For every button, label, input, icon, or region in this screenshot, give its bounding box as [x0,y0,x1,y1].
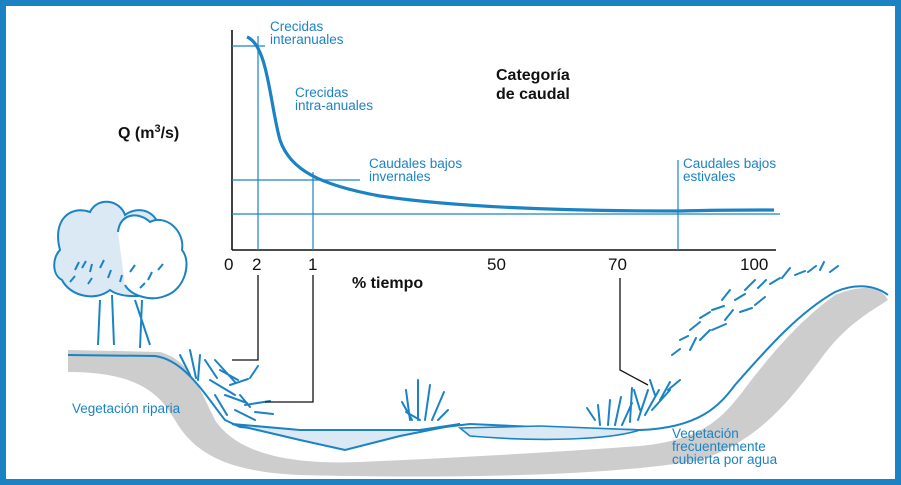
flow-duration-curve [246,35,775,213]
water-pool-right [457,425,641,441]
leader-lines [232,275,649,403]
tick-label-100: 100 [740,255,768,274]
label-summer-low-flows: Caudales bajos estivales [683,156,780,184]
tick-label-1: 1 [308,255,317,274]
label-winter-low-flows: Caudales bajos invernales [369,156,466,184]
reference-lines [232,36,780,250]
grass-tuft-icon [179,261,839,426]
chart-axes [231,30,776,251]
label-riparian-vegetation: Vegetación riparia [72,401,181,416]
category-title: Categoría de caudal [496,67,574,103]
label-interannual-floods: Crecidas interanuales [270,19,344,47]
tick-label-70: 70 [608,255,627,274]
y-axis-label: Q (m3/s) [118,123,179,142]
tick-label-2: 2 [252,255,261,274]
label-intraannual-floods: Crecidas intra-anuales [295,85,373,113]
tick-label-50: 50 [487,255,506,274]
riverbank-edge [67,285,889,434]
x-axis-label: % tiempo [352,275,423,292]
tick-label-0: 0 [224,255,233,274]
tree-icon [53,200,188,349]
water-pool-main [231,423,461,452]
label-wet-vegetation: Vegetación frecuentemente cubierta por a… [672,426,778,467]
